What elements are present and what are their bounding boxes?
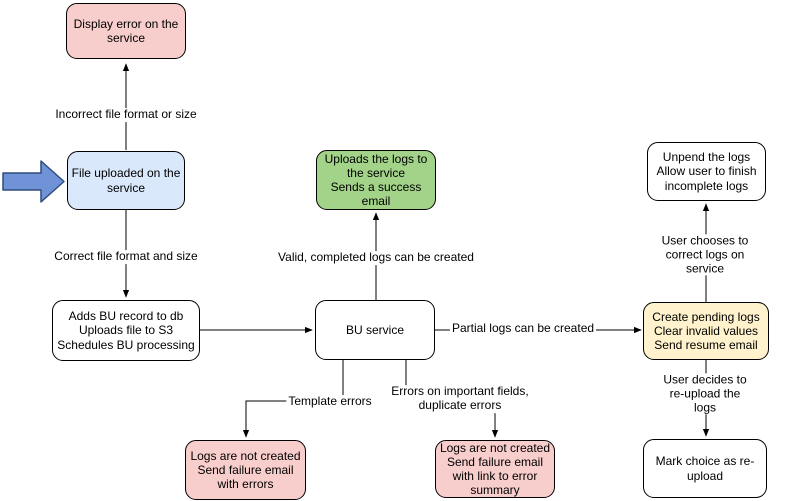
node-uploads-logs: Uploads the logs to the service Sends a … — [316, 150, 436, 210]
node-adds-bu-record: Adds BU record to db Uploads file to S3 … — [52, 300, 200, 361]
node-bu-service: BU service — [315, 300, 435, 360]
entry-arrow-icon — [2, 160, 65, 203]
edge-label-user-corrects: User chooses to correct logs on service — [657, 233, 753, 276]
edge-label-partial-logs: Partial logs can be created — [449, 321, 597, 336]
edge-label-incorrect-file-format: Incorrect file format or size — [53, 107, 199, 122]
edge-label-template-errors: Template errors — [286, 394, 374, 409]
node-mark-choice-reupload: Mark choice as re- upload — [643, 439, 767, 498]
node-file-uploaded: File uploaded on the service — [67, 151, 185, 210]
edge-label-field-errors: Errors on important fields, duplicate er… — [389, 384, 531, 413]
node-display-error: Display error on the service — [66, 3, 186, 59]
node-unpend-logs: Unpend the logs Allow user to finish inc… — [647, 142, 766, 201]
edge-label-user-reuploads: User decides to re-upload the logs — [657, 372, 753, 415]
node-logs-not-created-fields: Logs are not created Send failure email … — [435, 440, 555, 498]
edge-label-valid-logs: Valid, completed logs can be created — [276, 250, 476, 265]
edge-label-correct-file-format: Correct file format and size — [52, 249, 200, 264]
node-logs-not-created-template: Logs are not created Send failure email … — [185, 440, 306, 500]
node-create-pending-logs: Create pending logs Clear invalid values… — [643, 302, 769, 360]
